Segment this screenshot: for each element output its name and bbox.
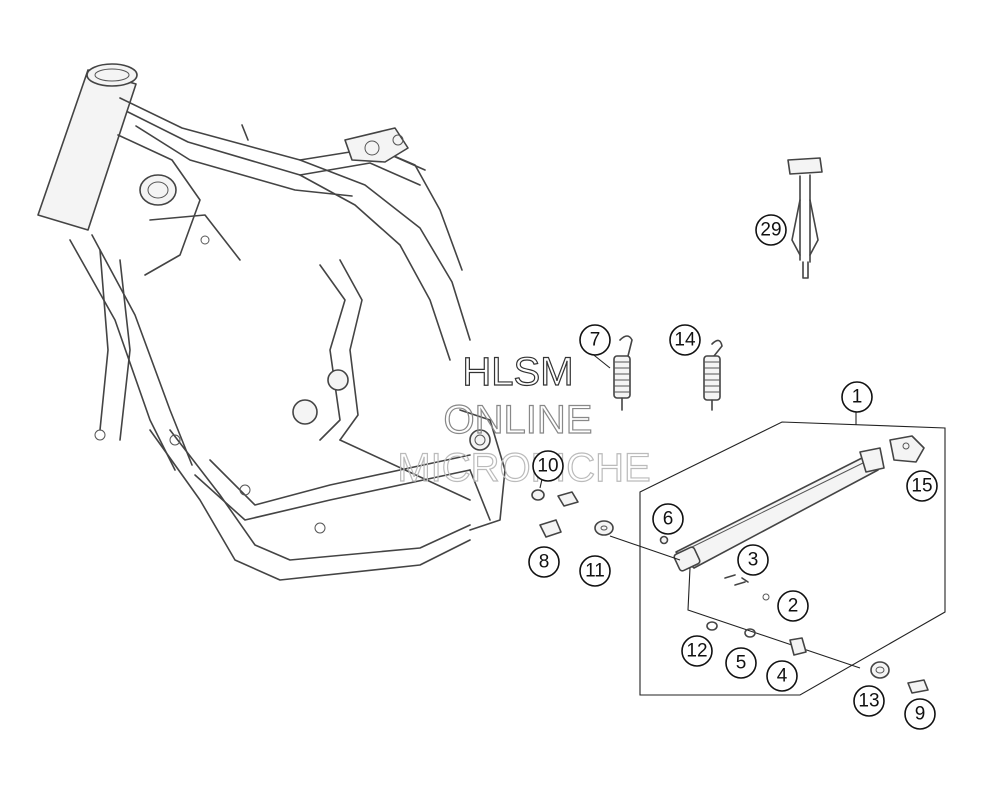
spring-14-drawing [703, 339, 723, 411]
tool-29-drawing [787, 157, 823, 279]
side-stand-drawing [609, 421, 946, 696]
callout-4-label: 4 [777, 666, 788, 687]
watermark: HLSM ONLINE MICROFICHE [397, 349, 652, 490]
callout-6[interactable]: 6 [652, 503, 684, 535]
callout-11[interactable]: 11 [579, 555, 611, 587]
callout-5-label: 5 [736, 653, 747, 674]
callout-4[interactable]: 4 [766, 660, 798, 692]
callout-13-label: 13 [858, 691, 879, 712]
callout-14[interactable]: 14 [669, 324, 701, 356]
callout-2[interactable]: 2 [777, 590, 809, 622]
callout-5[interactable]: 5 [725, 647, 757, 679]
callout-10[interactable]: 10 [532, 450, 564, 482]
watermark-line1: HLSM [462, 350, 573, 394]
callout-12-label: 12 [686, 641, 707, 662]
callout-15-label: 15 [911, 476, 932, 497]
callout-15[interactable]: 15 [906, 470, 938, 502]
watermark-line2: ONLINE [444, 398, 593, 442]
callout-14-label: 14 [674, 330, 696, 351]
callout-29[interactable]: 29 [755, 214, 787, 246]
callout-2-label: 2 [788, 596, 799, 617]
small-parts-drawing [531, 489, 614, 538]
callout-1-label: 1 [852, 387, 863, 408]
callout-8-label: 8 [539, 552, 550, 573]
callout-9-label: 9 [915, 704, 926, 725]
frame-drawing [37, 63, 506, 581]
callout-10-label: 10 [537, 456, 558, 477]
callout-9[interactable]: 9 [904, 698, 936, 730]
spring-7-drawing [613, 335, 633, 411]
callout-7-label: 7 [590, 330, 601, 351]
callout-7[interactable]: 7 [579, 324, 611, 356]
callout-12[interactable]: 12 [681, 635, 713, 667]
callout-1[interactable]: 1 [841, 381, 873, 413]
callout-6-label: 6 [663, 509, 674, 530]
watermark-line3: MICROFICHE [397, 446, 650, 490]
callout-3[interactable]: 3 [737, 544, 769, 576]
callout-29-label: 29 [760, 220, 781, 241]
callout-3-label: 3 [748, 550, 759, 571]
callout-11-label: 11 [585, 561, 605, 582]
callout-8[interactable]: 8 [528, 546, 560, 578]
callout-13[interactable]: 13 [853, 685, 885, 717]
